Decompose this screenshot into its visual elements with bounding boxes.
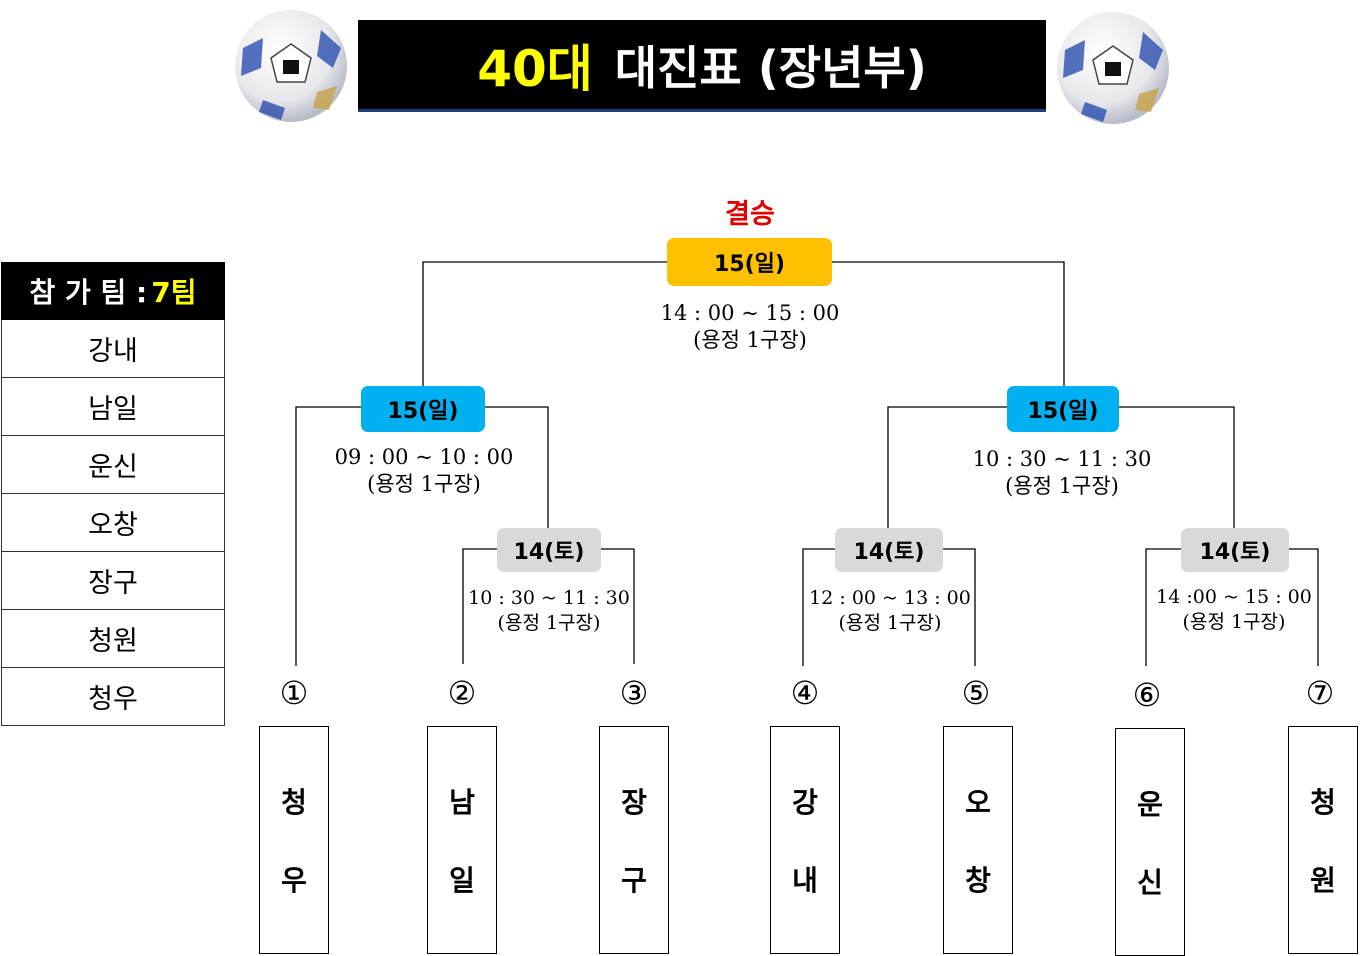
team-slot-box: 남 일 bbox=[427, 726, 497, 954]
team-char: 신 bbox=[1137, 866, 1163, 899]
team-char: 운 bbox=[1137, 788, 1163, 821]
q3-day-badge: 14(토) bbox=[1181, 528, 1289, 572]
final-label: 결승 bbox=[725, 199, 775, 230]
semi-right-venue: (용정 1구장) bbox=[1005, 474, 1119, 498]
slot-number: ③ bbox=[619, 674, 649, 712]
title-banner: 40대 대진표 (장년부) bbox=[358, 20, 1046, 112]
semi-right-schedule: 10 : 30 ~ 11 : 30 (용정 1구장) bbox=[972, 446, 1152, 500]
team-slot-box: 청 우 bbox=[259, 726, 329, 954]
team-char: 일 bbox=[449, 864, 475, 897]
slot-number: ② bbox=[447, 674, 477, 712]
team-char: 강 bbox=[792, 786, 818, 819]
q1-day-badge: 14(토) bbox=[497, 528, 601, 572]
team-row: 운신 bbox=[1, 436, 225, 494]
final-venue: (용정 1구장) bbox=[693, 328, 807, 352]
slot-number: ④ bbox=[790, 674, 820, 712]
slot-number: ⑥ bbox=[1132, 676, 1162, 714]
team-char: 구 bbox=[621, 864, 647, 897]
q3-time: 14 :00 ~ 15 : 00 bbox=[1156, 586, 1312, 608]
team-slot-box: 오 창 bbox=[943, 726, 1013, 954]
final-schedule: 14 : 00 ~ 15 : 00 (용정 1구장) bbox=[660, 300, 840, 354]
slot-number: ⑦ bbox=[1305, 674, 1335, 712]
team-row: 청원 bbox=[1, 610, 225, 668]
semi-left-venue: (용정 1구장) bbox=[367, 472, 481, 496]
soccer-ball-icon bbox=[1057, 12, 1169, 124]
team-slot-box: 운 신 bbox=[1115, 728, 1185, 956]
final-day-badge: 15(일) bbox=[667, 238, 832, 286]
team-char: 우 bbox=[281, 864, 307, 897]
title-accent: 40대 bbox=[477, 39, 593, 98]
slot-number: ① bbox=[279, 674, 309, 712]
q1-venue: (용정 1구장) bbox=[497, 612, 601, 634]
team-slot-box: 장 구 bbox=[599, 726, 669, 954]
participants-count: 7팀 bbox=[151, 276, 197, 309]
semi-left-time: 09 : 00 ~ 10 : 00 bbox=[334, 445, 514, 469]
soccer-ball-icon bbox=[235, 10, 347, 122]
q1-time: 10 : 30 ~ 11 : 30 bbox=[468, 587, 630, 609]
team-row: 장구 bbox=[1, 552, 225, 610]
participants-label: 참 가 팀 : bbox=[29, 276, 148, 309]
q2-schedule: 12 : 00 ~ 13 : 00 (용정 1구장) bbox=[809, 586, 971, 636]
semi-left-day-badge: 15(일) bbox=[361, 386, 485, 432]
team-char: 남 bbox=[449, 786, 475, 819]
team-row: 남일 bbox=[1, 378, 225, 436]
team-slot-box: 강 내 bbox=[770, 726, 840, 954]
team-char: 청 bbox=[281, 786, 307, 819]
q2-day-badge: 14(토) bbox=[835, 528, 943, 572]
team-char: 내 bbox=[792, 864, 818, 897]
q3-venue: (용정 1구장) bbox=[1182, 611, 1286, 633]
team-char: 원 bbox=[1310, 864, 1336, 897]
q1-schedule: 10 : 30 ~ 11 : 30 (용정 1구장) bbox=[468, 586, 630, 636]
semi-right-time: 10 : 30 ~ 11 : 30 bbox=[972, 447, 1152, 471]
q2-time: 12 : 00 ~ 13 : 00 bbox=[809, 587, 971, 609]
slot-number: ⑤ bbox=[961, 674, 991, 712]
q2-venue: (용정 1구장) bbox=[838, 612, 942, 634]
team-row: 청우 bbox=[1, 668, 225, 726]
team-char: 오 bbox=[965, 786, 991, 819]
title-main: 대진표 (장년부) bbox=[614, 40, 927, 95]
participants-header: 참 가 팀 : 7팀 bbox=[1, 262, 225, 320]
team-char: 창 bbox=[965, 864, 991, 897]
final-time: 14 : 00 ~ 15 : 00 bbox=[660, 301, 840, 325]
semi-right-day-badge: 15(일) bbox=[1007, 386, 1119, 432]
team-row: 오창 bbox=[1, 494, 225, 552]
team-row: 강내 bbox=[1, 320, 225, 378]
team-slot-box: 청 원 bbox=[1288, 726, 1358, 954]
semi-left-schedule: 09 : 00 ~ 10 : 00 (용정 1구장) bbox=[334, 444, 514, 498]
participants-table: 참 가 팀 : 7팀 강내 남일 운신 오창 장구 청원 청우 bbox=[1, 262, 225, 726]
team-char: 장 bbox=[621, 786, 647, 819]
team-char: 청 bbox=[1310, 786, 1336, 819]
q3-schedule: 14 :00 ~ 15 : 00 (용정 1구장) bbox=[1156, 585, 1312, 635]
